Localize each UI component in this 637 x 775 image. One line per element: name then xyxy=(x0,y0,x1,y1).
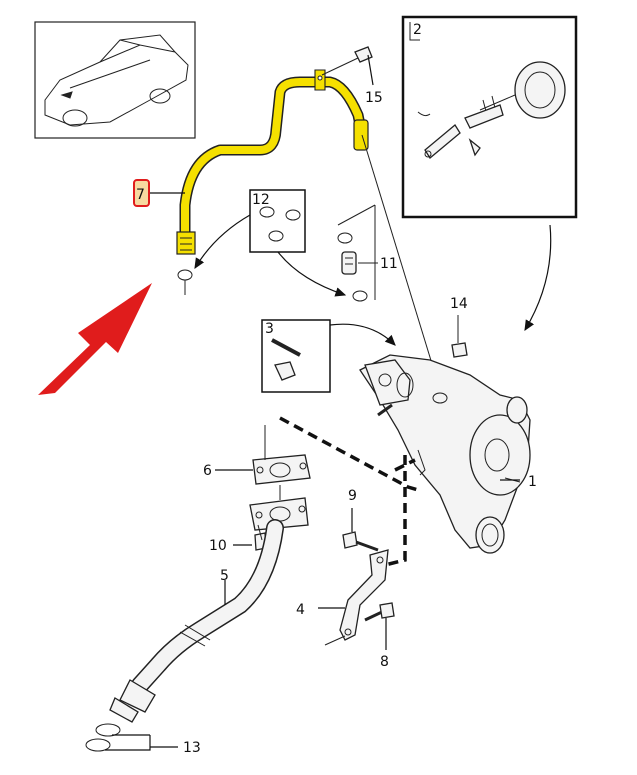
dashed-connection xyxy=(279,416,419,567)
washer-kit-box-12: 12 xyxy=(194,189,347,297)
bolt-9: 9 xyxy=(342,488,379,552)
detail-box-wastegate: 2 xyxy=(401,15,578,219)
callout-10: 10 xyxy=(209,538,227,554)
callout-15: 15 xyxy=(365,90,383,106)
callout-8: 8 xyxy=(380,654,389,670)
callout-12: 12 xyxy=(252,192,270,208)
vehicle-thumbnail xyxy=(34,21,196,139)
oil-return-pipe-5: 5 xyxy=(109,519,284,723)
flange xyxy=(249,497,309,531)
callout-1: 1 xyxy=(528,474,537,490)
callout-11: 11 xyxy=(380,256,398,272)
callout-4: 4 xyxy=(296,602,305,618)
callout-badge-7: 7 xyxy=(133,179,185,207)
red-arrow-icon xyxy=(38,283,152,395)
callout-14: 14 xyxy=(450,296,468,312)
gasket-6: 6 xyxy=(203,425,311,500)
washer xyxy=(177,269,193,281)
callout-7: 7 xyxy=(136,187,145,203)
car-sedan-icon xyxy=(44,34,189,127)
stud-kit-box-3: 3 xyxy=(261,319,396,393)
callout-13: 13 xyxy=(183,740,201,756)
callout-3: 3 xyxy=(265,321,274,337)
callout-6: 6 xyxy=(203,463,212,479)
nut-14: 14 xyxy=(450,296,468,358)
banjo-bolt-11: 11 xyxy=(337,204,398,302)
o-rings-13: 13 xyxy=(85,723,201,756)
turbocharger-1: 1 xyxy=(359,354,537,554)
callout-9: 9 xyxy=(348,488,357,504)
bolt-15: 15 xyxy=(321,46,383,106)
bracket-4: 4 xyxy=(296,549,389,646)
bolt-8: 8 xyxy=(364,602,395,670)
callout-2: 2 xyxy=(413,22,422,38)
wastegate-actuator-icon xyxy=(417,61,566,159)
callout-5: 5 xyxy=(220,568,229,584)
